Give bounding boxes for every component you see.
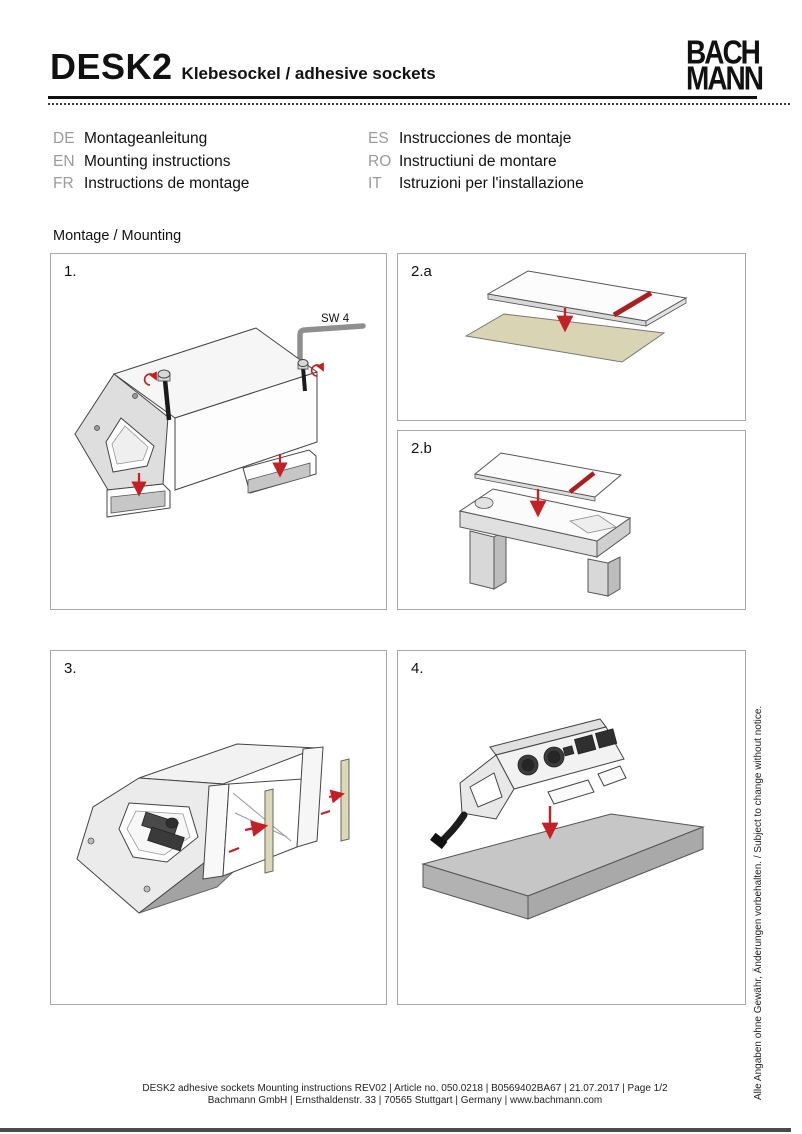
adhesive-foot-left	[106, 483, 171, 518]
right-arrow-icon	[244, 820, 269, 837]
language-label: Istruzioni per l'installazione	[399, 175, 584, 193]
mounting-plate	[473, 452, 623, 502]
power-cable	[438, 811, 468, 845]
panel-step-1: SW 4	[50, 253, 387, 610]
adhesive-strip	[264, 788, 274, 874]
socket-housing-underside	[76, 743, 324, 914]
header: DESK2 Klebesockel / adhesive sockets	[50, 46, 436, 88]
panel-step-3: 3.	[50, 650, 387, 1005]
panel-step-4: 4.	[397, 650, 746, 1005]
logo-line-1: BACH	[686, 34, 761, 71]
power-sockets	[517, 728, 618, 776]
screw-right	[297, 359, 309, 392]
language-row-it: IT Istruzioni per l'installazione	[368, 173, 584, 196]
language-label: Instrucciones de montaje	[399, 130, 572, 148]
footer-line-2: Bachmann GmbH | Ernsthaldenstr. 33 | 705…	[207, 1094, 603, 1106]
illustration-step-1: SW 4	[74, 313, 366, 518]
bottom-bar	[0, 1128, 791, 1132]
panel-step-2b: 2.b	[397, 430, 746, 610]
footer: DESK2 adhesive sockets Mounting instruct…	[0, 1083, 802, 1106]
page-title: DESK2	[50, 46, 173, 87]
panel-step-2a: 2.a	[397, 253, 746, 421]
language-label: Instructiuni de montare	[399, 152, 557, 170]
language-code: ES	[368, 130, 389, 148]
step-label: 4.	[411, 660, 424, 677]
adhesive-pad	[464, 313, 666, 363]
language-label: Instructions de montage	[84, 175, 250, 193]
step-label: 2.b	[411, 440, 432, 457]
mounting-plate	[486, 270, 688, 327]
red-mark	[320, 809, 331, 816]
language-row-en: EN Mounting instructions	[53, 151, 249, 174]
page-subtitle: Klebesockel / adhesive sockets	[181, 64, 436, 83]
rotate-icon	[143, 371, 157, 386]
footer-line-1: DESK2 adhesive sockets Mounting instruct…	[142, 1083, 668, 1094]
illustration-step-2b	[458, 452, 632, 597]
rotate-icon	[310, 362, 324, 377]
adhesive-strip	[340, 758, 350, 842]
language-row-ro: RO Instructiuni de montare	[368, 151, 584, 174]
language-label: Montageanleitung	[84, 130, 208, 148]
allen-key-size-label: SW 4	[321, 313, 350, 325]
step-label: 2.a	[411, 263, 432, 280]
side-note: Alle Angaben ohne Gewähr, Änderungen vor…	[753, 705, 764, 1100]
language-row-de: DE Montageanleitung	[53, 128, 249, 151]
right-arrow-icon	[328, 789, 345, 804]
language-code: DE	[53, 130, 75, 148]
logo-line-2: MANN	[686, 60, 764, 98]
screw-middle	[157, 369, 172, 421]
language-list-right: ES Instrucciones de montaje RO Instructi…	[368, 128, 584, 196]
language-row-fr: FR Instructions de montage	[53, 173, 249, 196]
bachmann-logo: BACH MANN	[686, 34, 764, 98]
red-stripe	[568, 471, 596, 494]
language-code: FR	[53, 175, 74, 193]
socket-unit	[459, 718, 627, 820]
table	[458, 488, 632, 597]
language-list-left: DE Montageanleitung EN Mounting instruct…	[53, 128, 249, 196]
language-row-es: ES Instrucciones de montaje	[368, 128, 584, 151]
illustration-step-4	[421, 718, 705, 920]
illustration-step-3	[76, 743, 350, 914]
step-label: 3.	[64, 660, 77, 677]
header-dotted-rule	[48, 103, 790, 105]
language-code: RO	[368, 152, 392, 170]
cable-plug	[430, 832, 448, 850]
language-label: Mounting instructions	[84, 152, 231, 170]
language-code: EN	[53, 152, 75, 170]
illustration-step-2a	[464, 270, 688, 363]
header-rule	[48, 96, 757, 99]
section-title: Montage / Mounting	[53, 228, 182, 244]
red-mark	[228, 846, 240, 854]
language-code: IT	[368, 175, 382, 193]
desk-slab	[421, 813, 705, 920]
step-label: 1.	[64, 263, 77, 280]
sockets-inside	[141, 811, 185, 852]
red-stripe	[612, 290, 653, 318]
allen-key	[297, 323, 366, 363]
